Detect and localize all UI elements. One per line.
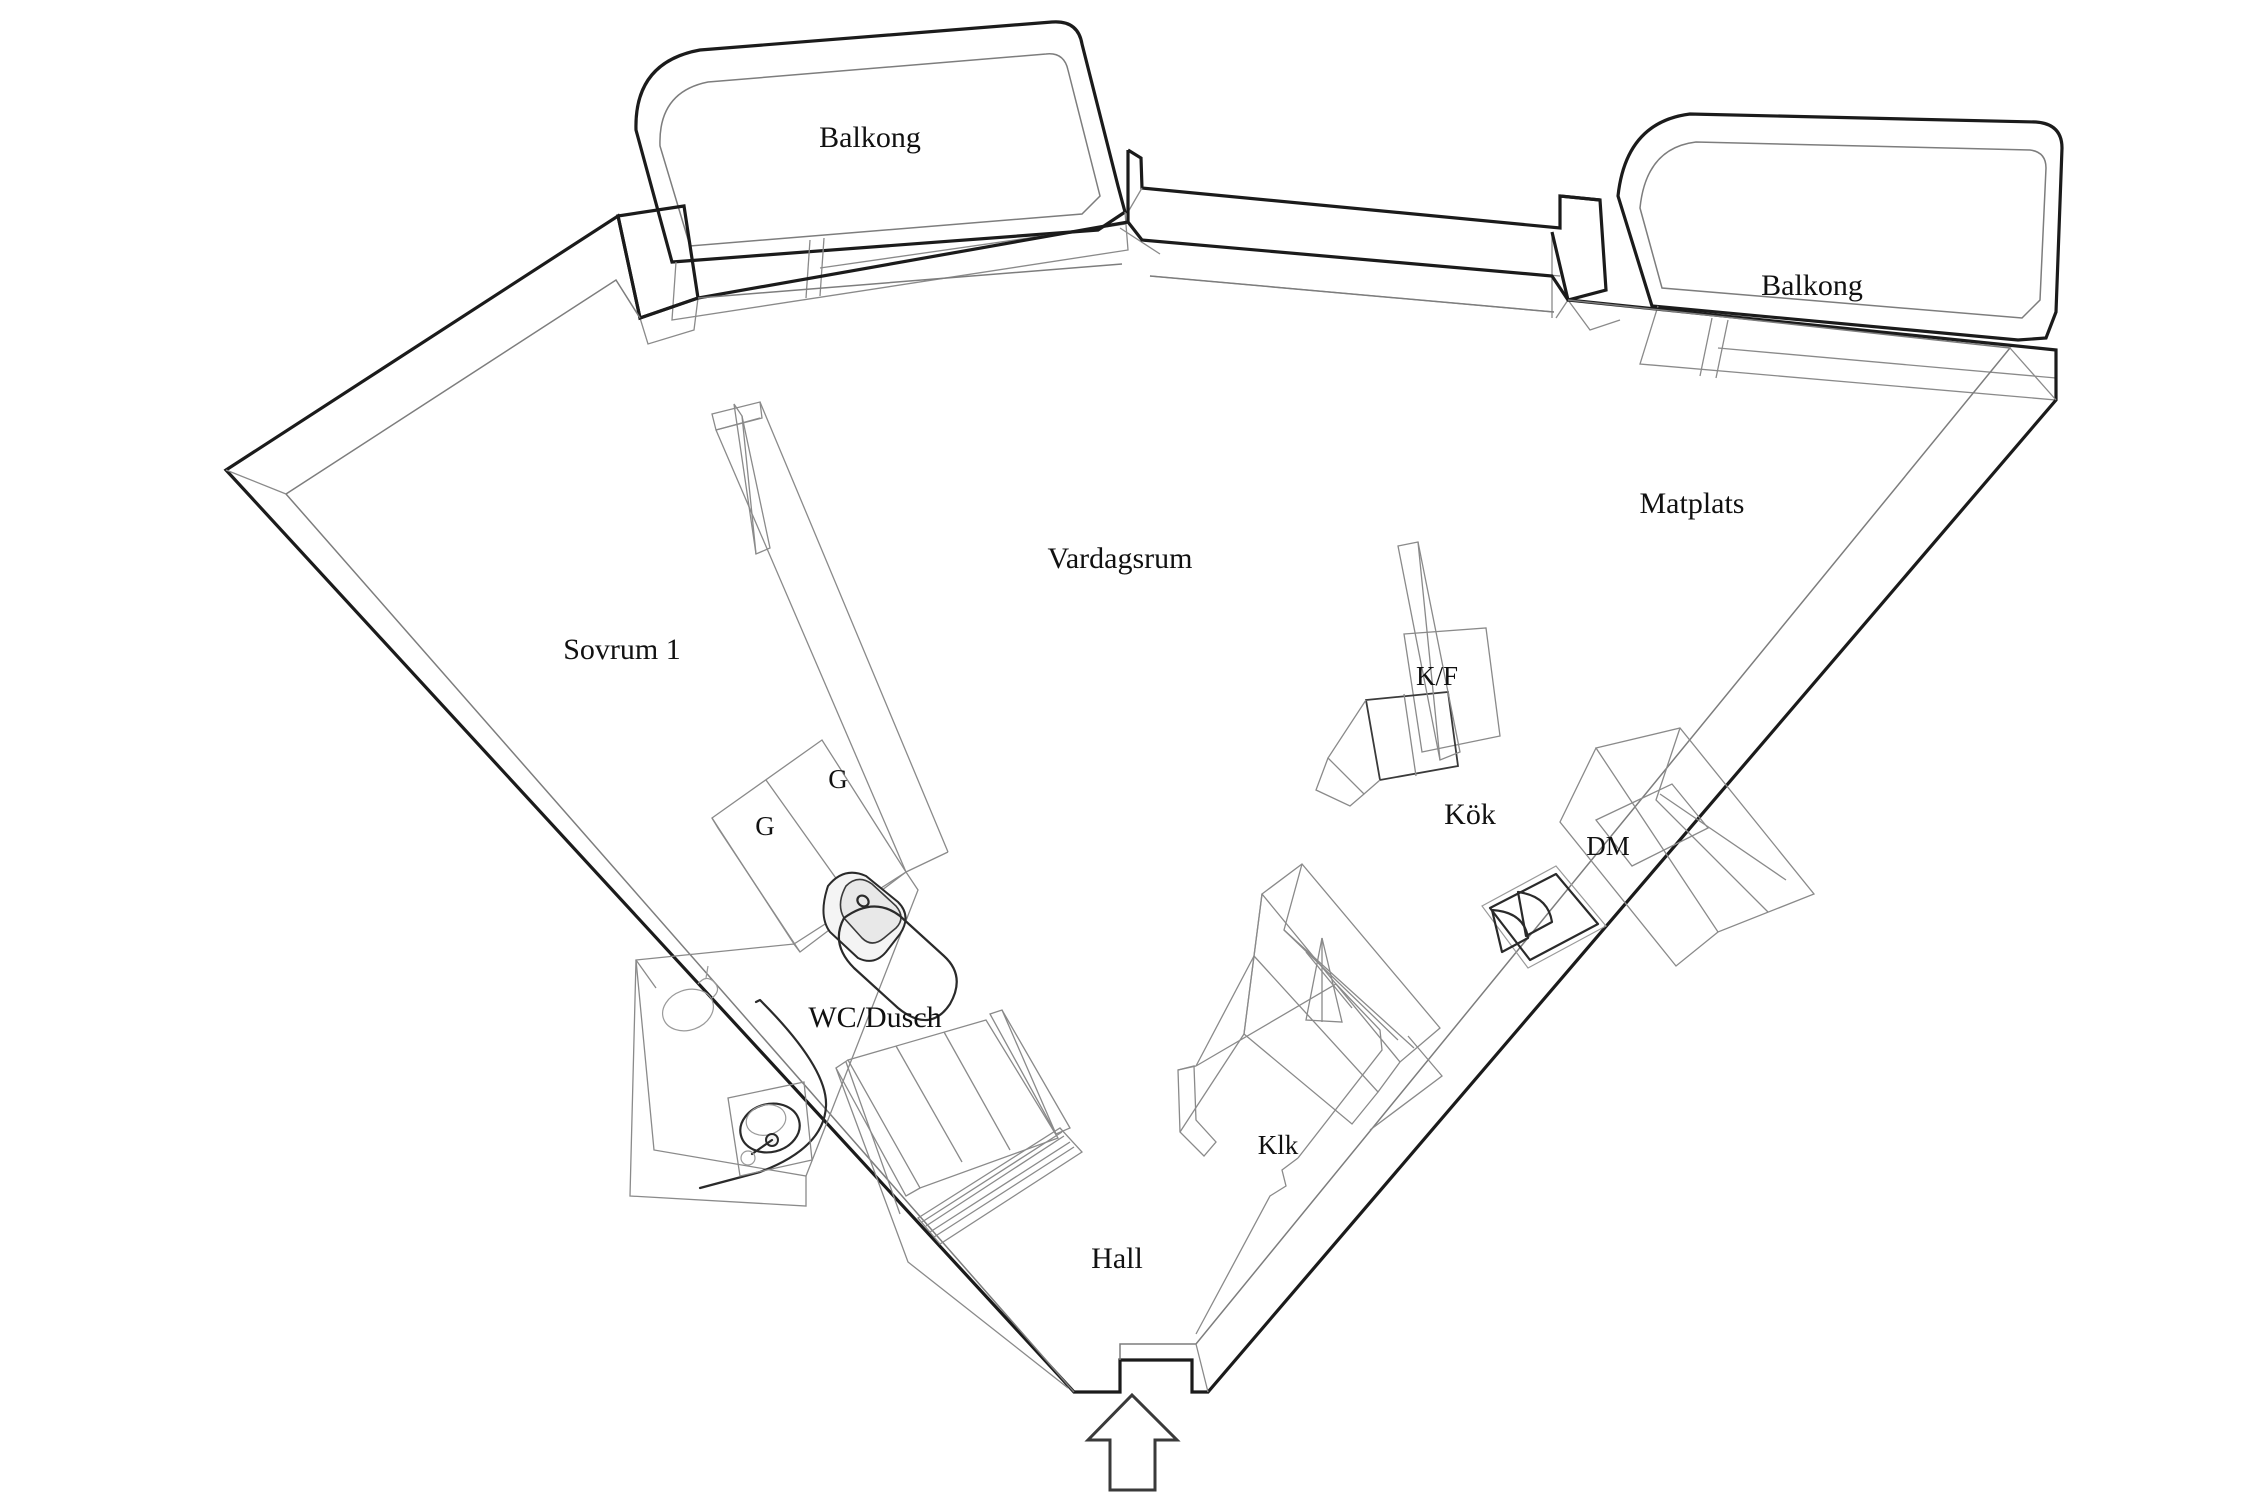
room-labels: Balkong Balkong Matplats Vardagsrum Sovr… xyxy=(563,121,1863,1275)
room-label-dm: DM xyxy=(1586,831,1630,861)
apartment-outer-wall xyxy=(223,213,2058,1394)
hall-radiator xyxy=(917,1127,1083,1245)
room-label-balkong-left: Balkong xyxy=(819,121,921,154)
room-label-sovrum-1: Sovrum 1 xyxy=(563,633,681,666)
kitchen-sink xyxy=(1481,865,1607,969)
room-label-matplats: Matplats xyxy=(1640,487,1745,520)
room-label-wc-dusch: WC/Dusch xyxy=(808,1001,941,1034)
sink-fixture xyxy=(727,1081,813,1177)
room-label-garderob-2: G xyxy=(828,764,848,794)
wc-dusch-group xyxy=(629,871,958,1207)
room-label-kok: Kök xyxy=(1444,798,1496,831)
kitchen-partition-wall xyxy=(1177,893,1263,1133)
fridge-freezer-group xyxy=(1315,541,1501,807)
apartment-inner-wall xyxy=(225,263,2057,1393)
hall-closets-group xyxy=(835,1009,1083,1389)
room-label-klk: Klk xyxy=(1258,1130,1299,1160)
bedroom-window-wall xyxy=(711,401,949,873)
upper-exterior-walls xyxy=(616,148,1621,345)
toilet-fixture xyxy=(822,871,958,1022)
shower-enclosure xyxy=(698,998,828,1190)
room-label-garderob-1: G xyxy=(755,811,775,841)
room-label-hall: Hall xyxy=(1091,1242,1143,1275)
balcony-right-group xyxy=(1616,112,2064,401)
entrance-direction-arrow xyxy=(1084,1392,1181,1492)
kitchen-group xyxy=(1243,727,1816,1131)
balcony-left-group xyxy=(634,20,1129,321)
room-label-balkong-right: Balkong xyxy=(1761,269,1863,302)
room-label-vardagsrum: Vardagsrum xyxy=(1048,542,1193,575)
washbasin-fixture xyxy=(662,965,719,1032)
room-label-kf: K/F xyxy=(1416,661,1458,691)
